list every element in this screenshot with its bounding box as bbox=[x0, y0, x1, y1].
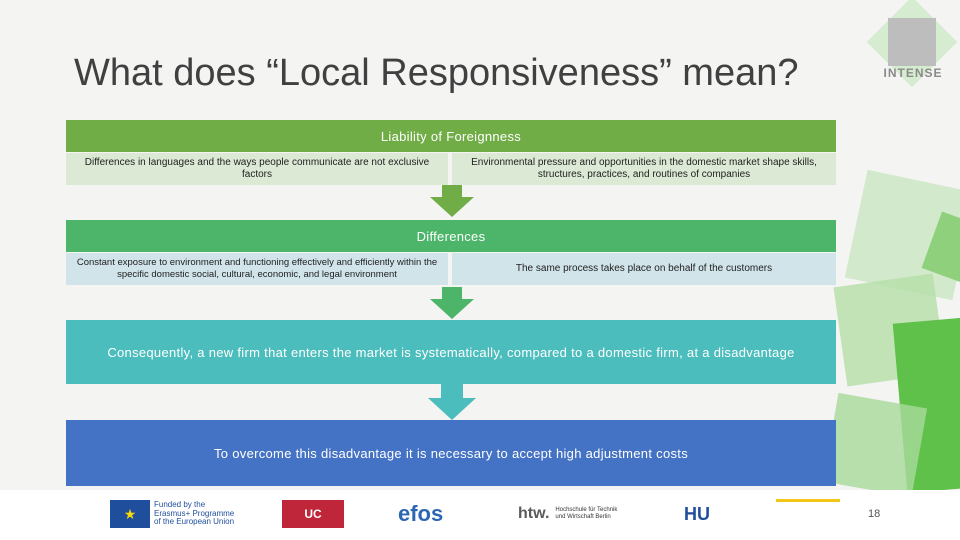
uc-logo: UC bbox=[282, 498, 344, 530]
liability-right-box: Environmental pressure and opportunities… bbox=[452, 153, 836, 185]
liability-header: Liability of Foreignness bbox=[66, 120, 836, 152]
uc-mark: UC bbox=[282, 500, 344, 528]
hu-mark: HU bbox=[684, 503, 710, 524]
liability-left-box: Differences in languages and the ways pe… bbox=[66, 153, 448, 185]
adjustment-costs-box: To overcome this disadvantage it is nece… bbox=[66, 420, 836, 486]
down-arrow-icon bbox=[430, 287, 474, 319]
university-seal-logo bbox=[776, 498, 840, 530]
down-arrow-icon bbox=[428, 384, 476, 420]
htw-subtitle: Hochschule für Technik und Wirtschaft Be… bbox=[555, 507, 618, 520]
eu-flag-icon: ★ bbox=[110, 500, 150, 528]
htw-text: htw. bbox=[518, 505, 550, 522]
erasmus-text: Funded by the Erasmus+ Programme of the … bbox=[154, 499, 235, 527]
down-arrow-icon bbox=[430, 185, 474, 217]
page-number: 18 bbox=[868, 508, 881, 520]
htw-logo: htw. Hochschule für Technik und Wirtscha… bbox=[518, 498, 625, 530]
differences-header: Differences bbox=[66, 220, 836, 252]
differences-left-box: Constant exposure to environment and fun… bbox=[66, 253, 448, 285]
efos-logo: efos bbox=[398, 498, 443, 530]
hu-logo: HU bbox=[684, 498, 710, 530]
efos-text: efos bbox=[398, 501, 444, 526]
slide-title: What does “Local Responsiveness” mean? bbox=[74, 52, 799, 94]
intense-logo: INTENSE bbox=[883, 66, 943, 80]
seal-icon bbox=[776, 498, 840, 530]
decor-square bbox=[888, 18, 936, 66]
consequence-box: Consequently, a new firm that enters the… bbox=[66, 320, 836, 384]
differences-right-box: The same process takes place on behalf o… bbox=[452, 253, 836, 285]
decor-square bbox=[822, 392, 928, 498]
erasmus-logo: ★ Funded by the Erasmus+ Programme of th… bbox=[110, 498, 240, 530]
